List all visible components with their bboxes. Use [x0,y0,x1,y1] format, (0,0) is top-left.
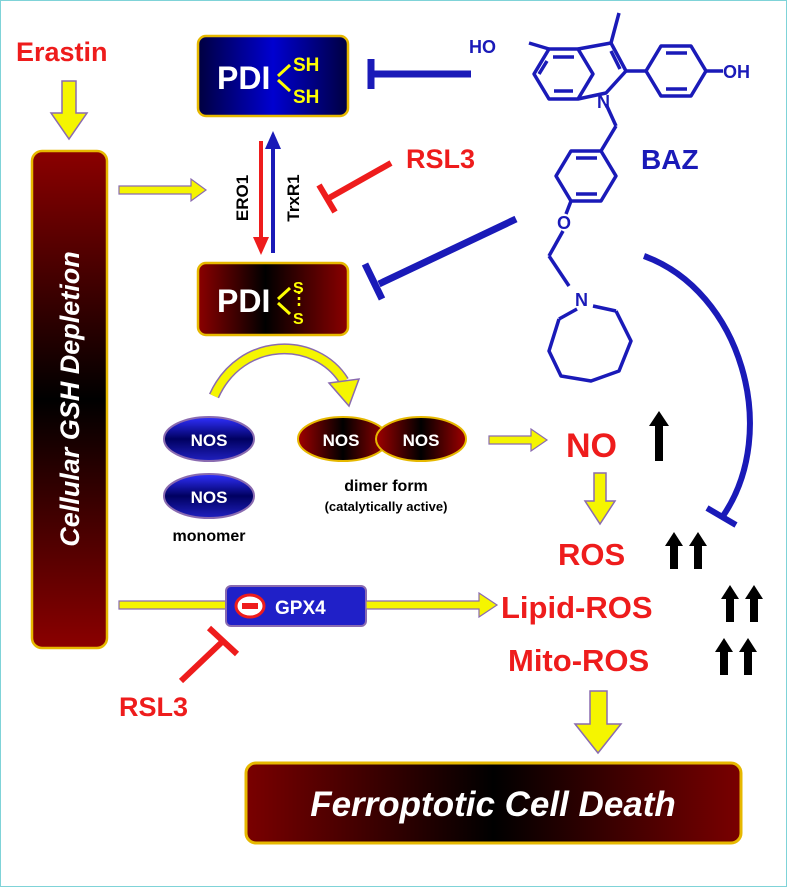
ero1-label: ERO1 [233,175,252,221]
nos-dimer-right [375,416,467,462]
nos-dimer-left-label: NOS [323,431,360,450]
gpx4-to-ros-arrow [365,591,499,619]
baz-inhibit-ros-curve [642,253,753,518]
baz-o-label: O [557,213,571,233]
nos-dimer-caption: dimer form [344,478,428,495]
rsl3-top-label: RSL3 [406,144,475,174]
pdi-oxidized-label: PDI [217,283,270,319]
baz-inhibit-ros-bar [705,505,738,528]
mito-ros-up-arrows [715,638,757,675]
s-bond-bottom [276,301,292,316]
erastin-down-arrow [49,80,89,141]
baz-inhibit-pdi-ox-bar [361,262,386,301]
rsl3-bottom-inhibit-line [178,638,226,684]
baz-structure [528,12,723,383]
gsh-depletion-label: Cellular GSH Depletion [55,251,85,547]
no-up-arrow [649,411,669,461]
baz-name-label: BAZ [641,144,699,175]
erastin-label: Erastin [16,37,108,67]
gsh-depletion-box [30,149,109,650]
nos-monomer-2 [163,473,255,519]
nos-monomer-1 [163,416,255,462]
sh-top-label: SH [293,55,319,76]
monomer-dimer-arrow-head [327,378,361,408]
sh-bond-top [276,63,292,78]
baz-oh-label: OH [723,62,750,82]
nos-monomer-2-label: NOS [191,488,228,507]
trxr1-label: TrxR1 [284,174,303,221]
baz-n2-label: N [575,290,588,310]
gpx4-label: GPX4 [275,598,326,619]
rsl3-bottom-label: RSL3 [119,692,188,722]
sh-bond-bottom [276,78,292,93]
ros-up-arrows [665,532,707,569]
trxr1-arrow-head [265,131,281,149]
baz-ho-label: HO [469,37,496,57]
s-bottom-label: S [293,311,304,328]
mito-ros-label: Mito-ROS [508,643,649,678]
ferroptotic-death-label: Ferroptotic Cell Death [310,785,676,824]
ros-to-death-arrow [573,690,623,755]
ros-label: ROS [558,537,625,572]
rsl3-bottom-inhibit-bar [206,625,240,657]
pdi-reduced-box [196,34,350,118]
rsl3-top-inhibit-bar [316,183,338,214]
no-to-ros-arrow [583,472,617,526]
gsh-to-gpx4-arrow [118,600,230,610]
nos-dimer-subcaption: (catalytically active) [325,499,448,514]
sh-bottom-label: SH [293,87,319,108]
lipid-ros-up-arrows [721,585,763,622]
s-bond-top [276,286,292,301]
s-top-label: S [293,280,304,297]
rsl3-top-inhibit-line [327,160,393,201]
gsh-to-ero1-arrow [118,177,208,203]
pdi-oxidized-box [196,261,350,337]
ero1-arrow-head [253,237,269,255]
no-label: NO [566,427,617,465]
gpx4-minus-icon [242,603,258,609]
pdi-reduced-label: PDI [217,60,270,96]
nos-monomer-caption: monomer [173,528,246,545]
nos-monomer-1-label: NOS [191,431,228,450]
ferroptotic-death-box [244,761,743,845]
baz-inhibit-pdi-ox-line [377,215,518,288]
dimer-to-no-arrow [488,427,549,453]
monomer-dimer-arrow [210,345,348,398]
lipid-ros-label: Lipid-ROS [501,590,653,625]
nos-dimer-right-label: NOS [403,431,440,450]
baz-n1-label: N [597,92,610,112]
